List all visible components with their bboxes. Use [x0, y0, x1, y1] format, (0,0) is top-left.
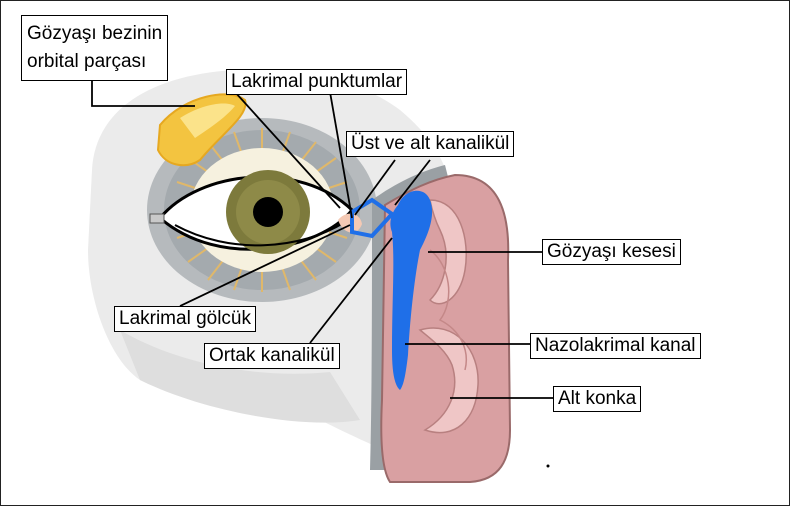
label-lacrimal-sac: Gözyaşı kesesi — [542, 239, 681, 265]
label-lacrimal-lake: Lakrimal gölcük — [114, 306, 256, 332]
label-common-canaliculus: Ortak kanalikül — [204, 343, 340, 369]
lateral-canthus — [150, 214, 164, 223]
label-lacrimal-punctum: Lakrimal punktumlar — [226, 69, 407, 95]
label-inferior-concha: Alt konka — [553, 386, 641, 412]
stray-dot — [547, 465, 550, 468]
label-nasolacrimal-duct: Nazolakrimal kanal — [530, 333, 701, 359]
label-canaliculi: Üst ve alt kanalikül — [346, 131, 514, 157]
pupil — [253, 197, 283, 227]
label-lacrimal-gland: Gözyaşı bezinin orbital parçası — [21, 15, 168, 81]
